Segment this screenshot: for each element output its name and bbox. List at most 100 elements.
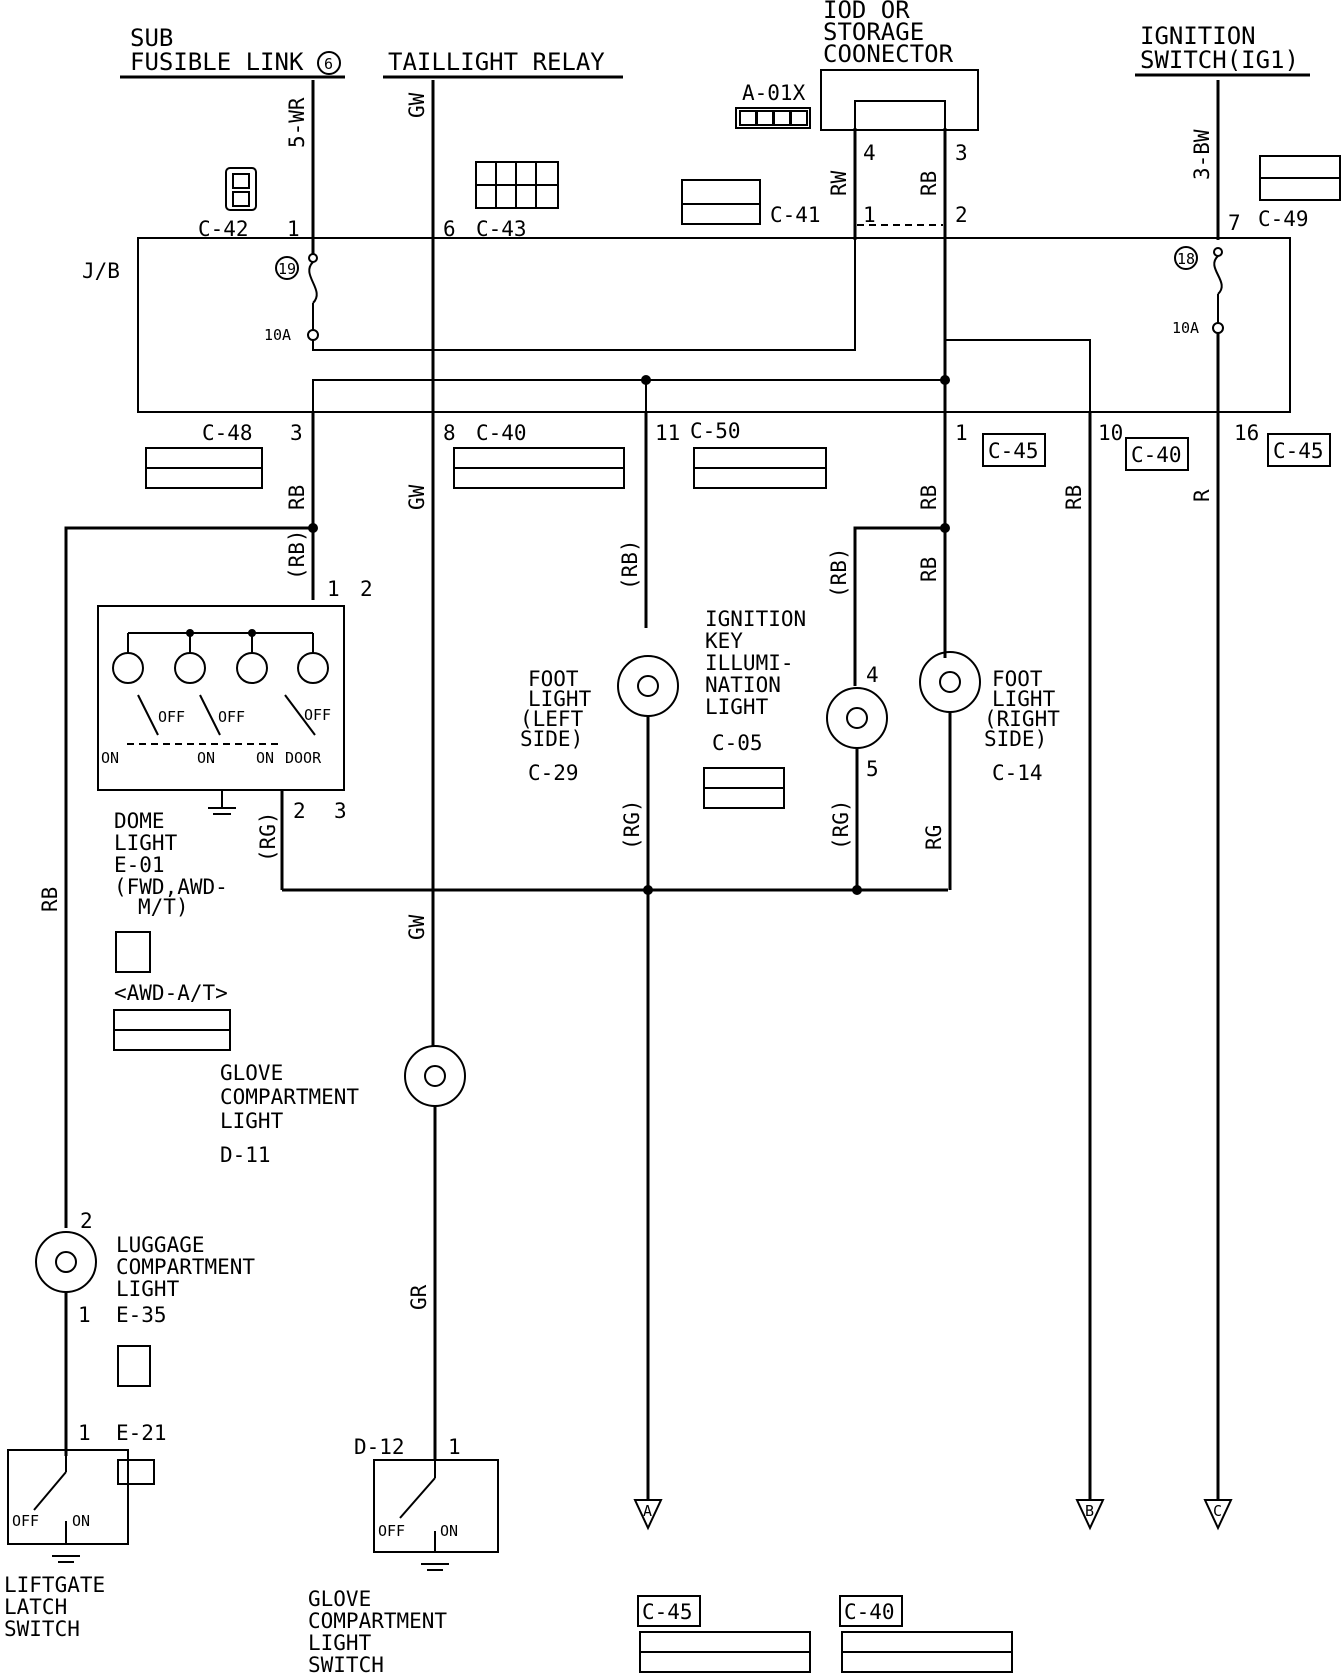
svg-text:C-45: C-45 bbox=[1273, 439, 1324, 463]
svg-text:C-49: C-49 bbox=[1258, 207, 1309, 231]
svg-text:SWITCH: SWITCH bbox=[308, 1653, 384, 1677]
svg-text:M/T): M/T) bbox=[138, 895, 189, 919]
svg-text:1: 1 bbox=[78, 1421, 91, 1445]
svg-text:DOME: DOME bbox=[114, 809, 165, 833]
svg-text:A: A bbox=[643, 1502, 652, 1520]
svg-text:1: 1 bbox=[327, 577, 340, 601]
svg-text:C-29: C-29 bbox=[528, 761, 579, 785]
svg-text:RW: RW bbox=[827, 170, 851, 196]
svg-text:OFF: OFF bbox=[12, 1512, 39, 1530]
svg-text:GW: GW bbox=[405, 92, 429, 118]
svg-text:16: 16 bbox=[1234, 421, 1259, 445]
svg-text:4: 4 bbox=[863, 141, 876, 165]
svg-text:GW: GW bbox=[405, 484, 429, 510]
svg-text:SIDE): SIDE) bbox=[520, 727, 583, 751]
svg-text:J/B: J/B bbox=[82, 259, 120, 283]
svg-text:KEY: KEY bbox=[705, 629, 743, 653]
connector-c42: C-42 bbox=[198, 167, 257, 241]
terminal-a: A bbox=[633, 1499, 663, 1531]
svg-text:LIGHT: LIGHT bbox=[705, 695, 769, 719]
connector-c45-right: C-45 bbox=[1267, 433, 1331, 467]
svg-text:R: R bbox=[1190, 489, 1214, 502]
svg-text:LIFTGATE: LIFTGATE bbox=[4, 1573, 105, 1597]
svg-text:RG: RG bbox=[922, 825, 946, 850]
svg-text:ON: ON bbox=[440, 1522, 458, 1540]
svg-text:2: 2 bbox=[955, 203, 968, 227]
dome-light-switch-box: OFF OFF OFF ON ON ON DOOR bbox=[97, 605, 345, 815]
svg-text:OFF: OFF bbox=[158, 708, 185, 726]
svg-text:2: 2 bbox=[293, 799, 306, 823]
glove-switch-label: GLOVE COMPARTMENT LIGHT SWITCH bbox=[308, 1587, 447, 1677]
ignition-key-label: IGNITION KEY ILLUMI- NATION LIGHT C-05 bbox=[703, 607, 806, 809]
svg-text:C-48: C-48 bbox=[202, 421, 253, 445]
svg-text:E-35: E-35 bbox=[116, 1303, 167, 1327]
svg-text:GW: GW bbox=[405, 914, 429, 940]
svg-text:COMPARTMENT: COMPARTMENT bbox=[308, 1609, 447, 1633]
svg-text:LUGGAGE: LUGGAGE bbox=[116, 1233, 205, 1257]
svg-text:3: 3 bbox=[334, 799, 347, 823]
svg-text:E-21: E-21 bbox=[116, 1421, 167, 1445]
svg-text:LIGHT: LIGHT bbox=[114, 831, 178, 855]
svg-text:3-BW: 3-BW bbox=[1190, 129, 1214, 180]
glove-light-label: GLOVE COMPARTMENT LIGHT D-11 bbox=[220, 1061, 359, 1167]
svg-text:8: 8 bbox=[443, 421, 456, 445]
svg-text:SUB: SUB bbox=[130, 24, 173, 52]
liftgate-label: LIFTGATE LATCH SWITCH bbox=[4, 1573, 105, 1641]
svg-text:C-05: C-05 bbox=[712, 731, 763, 755]
connector-a01x: A-01X bbox=[735, 81, 811, 129]
svg-text:OFF: OFF bbox=[218, 708, 245, 726]
connector-c45-bottom: C-45 bbox=[637, 1595, 811, 1673]
svg-text:TAILLIGHT RELAY: TAILLIGHT RELAY bbox=[388, 48, 605, 76]
svg-text:COONECTOR: COONECTOR bbox=[823, 40, 954, 68]
svg-text:COMPARTMENT: COMPARTMENT bbox=[220, 1085, 359, 1109]
svg-text:(RG): (RG) bbox=[256, 811, 280, 862]
svg-text:18: 18 bbox=[1177, 250, 1195, 268]
liftgate-latch-switch: OFF ON bbox=[7, 1449, 129, 1563]
connector-c45-top: C-45 bbox=[982, 433, 1046, 467]
svg-text:LIGHT: LIGHT bbox=[528, 687, 592, 711]
connector-c40-right: C-40 bbox=[1125, 437, 1189, 471]
svg-text:ON: ON bbox=[101, 749, 119, 767]
terminal-b: B bbox=[1075, 1499, 1105, 1531]
svg-text:LIGHT: LIGHT bbox=[992, 687, 1056, 711]
ignition-switch-label: IGNITION SWITCH(IG1) bbox=[1135, 22, 1310, 77]
svg-text:6: 6 bbox=[324, 55, 333, 73]
sub-fusible-link-label: SUB FUSIBLE LINK 6 bbox=[120, 24, 345, 79]
svg-text:2: 2 bbox=[80, 1209, 93, 1233]
svg-text:RB: RB bbox=[917, 171, 941, 196]
svg-text:DOOR: DOOR bbox=[285, 749, 322, 767]
svg-text:3: 3 bbox=[955, 141, 968, 165]
svg-text:LIGHT: LIGHT bbox=[220, 1109, 284, 1133]
svg-text:D-12: D-12 bbox=[354, 1435, 405, 1459]
svg-text:(RG): (RG) bbox=[620, 799, 644, 850]
svg-text:1: 1 bbox=[448, 1435, 461, 1459]
svg-text:SWITCH: SWITCH bbox=[4, 1617, 80, 1641]
svg-text:A-01X: A-01X bbox=[742, 81, 806, 105]
svg-text:SIDE): SIDE) bbox=[984, 727, 1047, 751]
svg-text:4: 4 bbox=[866, 663, 879, 687]
svg-text:(FWD,AWD-: (FWD,AWD- bbox=[114, 875, 228, 899]
svg-text:(LEFT: (LEFT bbox=[520, 707, 584, 731]
foot-light-left-label: FOOT LIGHT (LEFT SIDE) C-29 bbox=[520, 667, 592, 785]
svg-text:(RG): (RG) bbox=[829, 799, 853, 850]
svg-text:(RB): (RB) bbox=[827, 547, 851, 598]
foot-light-right bbox=[919, 651, 981, 713]
svg-text:LATCH: LATCH bbox=[4, 1595, 67, 1619]
svg-text:OFF: OFF bbox=[304, 706, 331, 724]
svg-text:1: 1 bbox=[287, 217, 300, 241]
svg-text:IGNITION: IGNITION bbox=[705, 607, 806, 631]
svg-text:COMPARTMENT: COMPARTMENT bbox=[116, 1255, 255, 1279]
luggage-light-label: LUGGAGE COMPARTMENT LIGHT E-35 bbox=[116, 1233, 255, 1387]
svg-text:RB: RB bbox=[1062, 485, 1086, 510]
svg-text:C-40: C-40 bbox=[476, 421, 527, 445]
svg-text:GLOVE: GLOVE bbox=[220, 1061, 283, 1085]
svg-text:GLOVE: GLOVE bbox=[308, 1587, 371, 1611]
svg-text:FOOT: FOOT bbox=[528, 667, 579, 691]
connector-c50: C-50 bbox=[690, 419, 827, 489]
svg-text:C-41: C-41 bbox=[770, 203, 821, 227]
svg-text:C: C bbox=[1213, 1502, 1222, 1520]
svg-text:IOD OR: IOD OR bbox=[823, 0, 910, 24]
foot-light-left bbox=[617, 655, 679, 717]
iod-storage-connector-label: IOD OR STORAGE COONECTOR bbox=[820, 0, 979, 131]
